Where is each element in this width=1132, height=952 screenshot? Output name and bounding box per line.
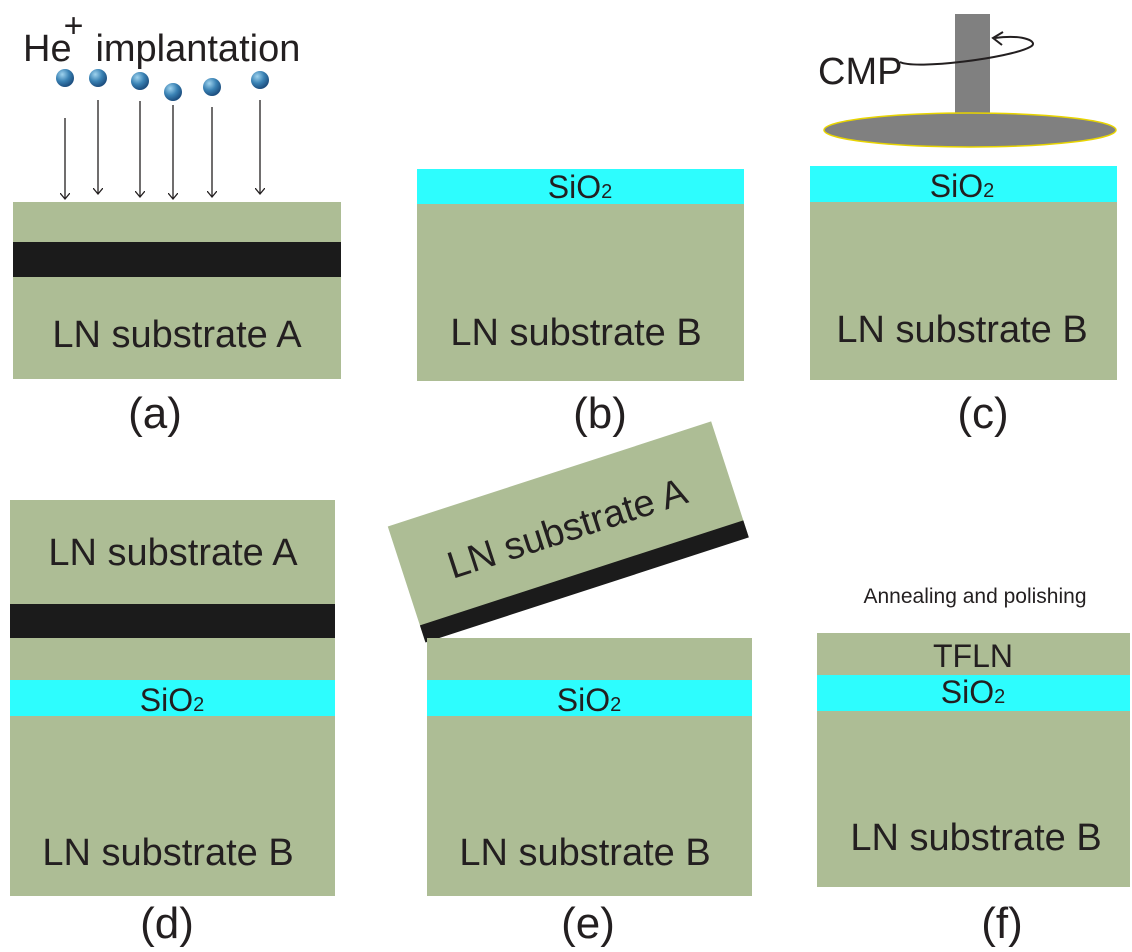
annealing-label: Annealing and polishing: [863, 585, 1086, 608]
sio2-layer: [810, 166, 1117, 202]
sio2-label: SiO2: [140, 682, 204, 718]
helium-ion: [251, 71, 269, 89]
panel-caption: (c): [957, 389, 1008, 438]
panel-a: He+ implantation LN substrate A (a): [13, 7, 341, 438]
cmp-polishing-pad: [823, 112, 1117, 148]
implantation-charge-label: +: [64, 7, 84, 45]
damage-layer: [419, 520, 749, 643]
substrate-label: LN substrate B: [459, 832, 710, 874]
sio2-label: SiO2: [941, 674, 1005, 710]
panel-e: LN substrate A SiO2 LN substrate B (e): [387, 421, 752, 948]
panel-c: CMP SiO2 LN substrate B (c): [810, 14, 1117, 438]
sio2-layer: [417, 169, 744, 204]
ln-substrate-b: [817, 709, 1130, 887]
rotation-arrow-icon: [899, 36, 1034, 66]
implantation-label: implantation: [95, 28, 300, 70]
substrate-label: LN substrate A: [52, 314, 302, 356]
panel-caption: (d): [140, 899, 194, 948]
sio2-label: SiO2: [930, 168, 994, 204]
helium-ion: [131, 72, 149, 90]
panel-caption: (b): [573, 389, 627, 438]
helium-ion: [164, 83, 182, 101]
sio2-label: SiO2: [557, 682, 621, 718]
helium-ion: [89, 69, 107, 87]
sio2-layer: [10, 680, 335, 716]
substrate-label: LN substrate B: [42, 832, 293, 874]
split-substrate-a: LN substrate A: [387, 421, 749, 643]
panel-d: LN substrate A SiO2 LN substrate B (d): [10, 500, 335, 948]
substrate-label: LN substrate B: [850, 817, 1101, 859]
ln-substrate-b: [810, 200, 1117, 380]
ln-substrate-b: [417, 201, 744, 381]
helium-ion: [56, 69, 74, 87]
panel-f: Annealing and polishing TFLN SiO2 LN sub…: [817, 585, 1130, 948]
rotation-arrowhead-icon: [991, 31, 1004, 46]
ln-substrate-a: [387, 421, 749, 641]
cmp-label: CMP: [818, 51, 902, 93]
remaining-ln-film: [427, 638, 752, 682]
tfln-label: TFLN: [933, 638, 1013, 674]
ln-substrate-a: [10, 500, 335, 682]
sio2-layer: [427, 680, 752, 716]
helium-ion: [203, 78, 221, 96]
sio2-label: SiO2: [548, 169, 612, 205]
ln-substrate-a: [13, 202, 341, 379]
implantation-arrows: [65, 100, 260, 199]
damage-layer: [10, 604, 335, 638]
tfln-layer: [817, 633, 1130, 677]
sio2-layer: [817, 675, 1130, 711]
ln-substrate-b: [427, 714, 752, 896]
cmp-tool: [823, 14, 1117, 148]
implantation-title: He+ implantation: [23, 7, 300, 70]
top-substrate-label: LN substrate A: [48, 532, 298, 574]
ln-substrate-b: [10, 714, 335, 896]
panel-caption: (a): [128, 389, 182, 438]
helium-ions: [56, 69, 269, 101]
panel-caption: (e): [561, 899, 615, 948]
implantation-ion-label: He: [23, 28, 72, 70]
damage-layer: [13, 242, 341, 277]
substrate-label: LN substrate B: [450, 312, 701, 354]
panel-b: SiO2 LN substrate B (b): [417, 169, 744, 438]
substrate-label: LN substrate B: [836, 309, 1087, 351]
panel-caption: (f): [981, 899, 1023, 948]
